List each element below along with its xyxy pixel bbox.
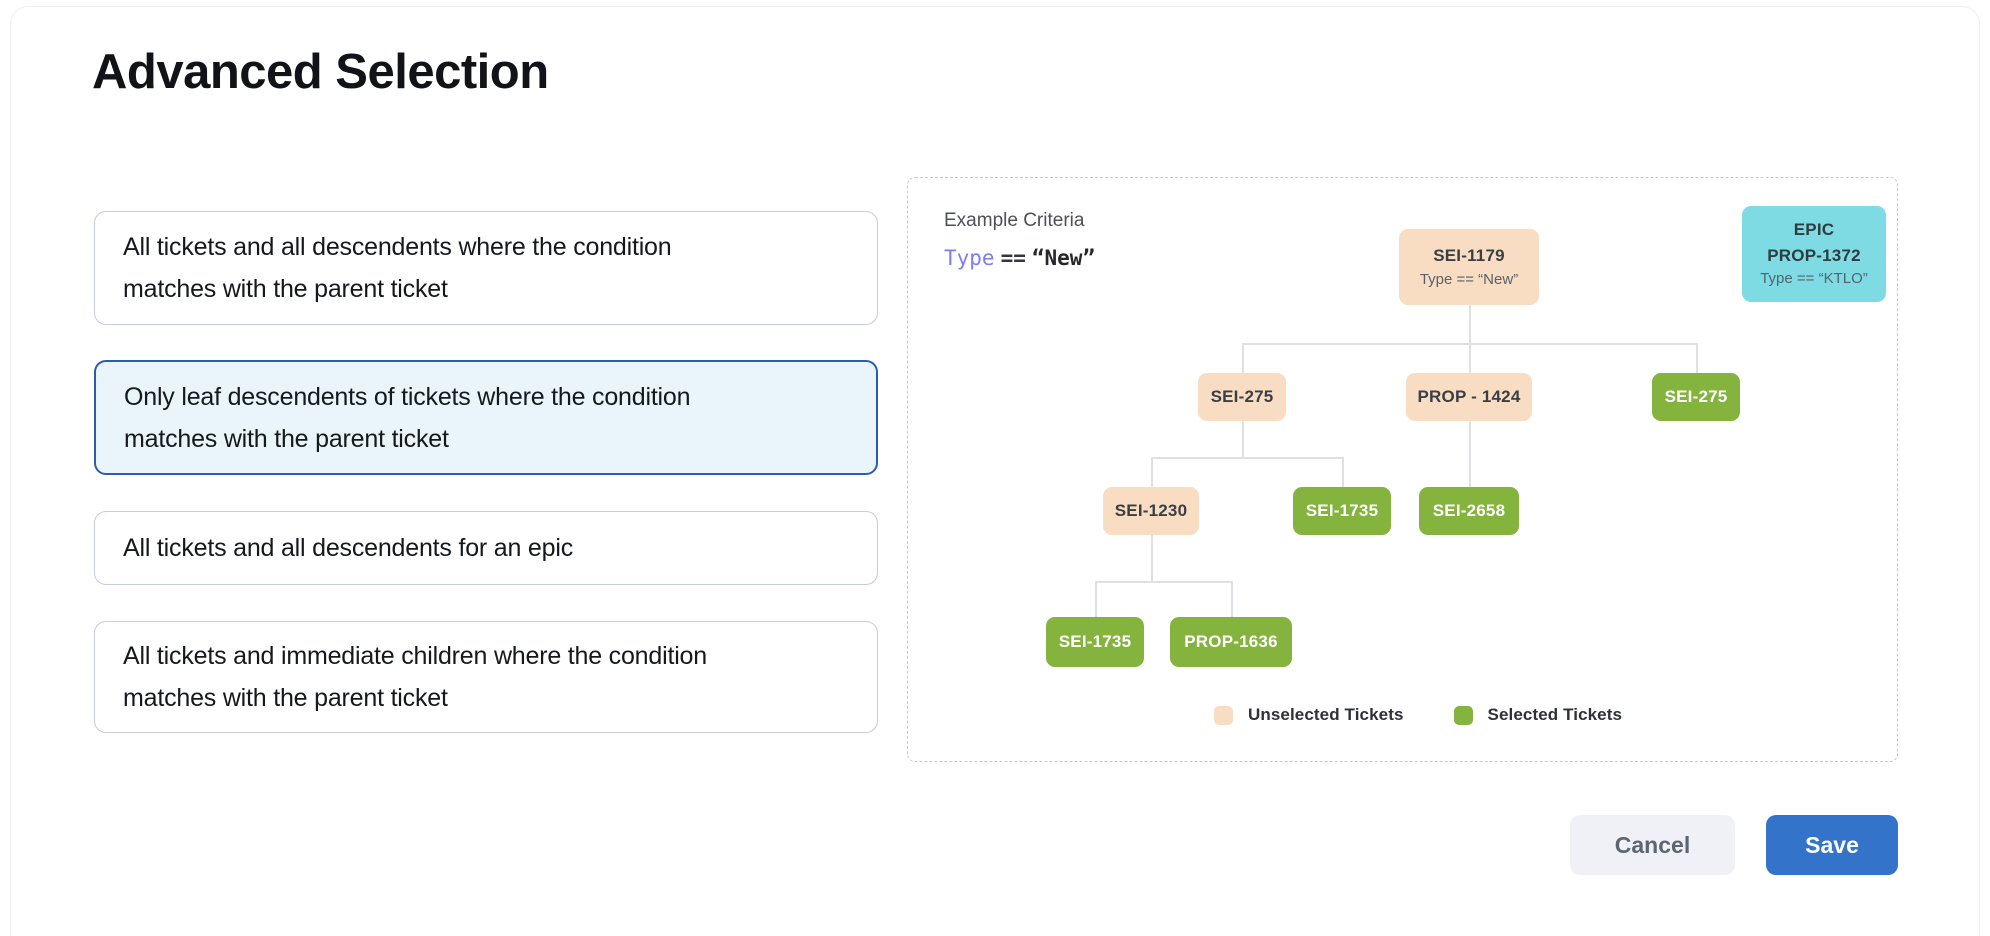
ticket-node-SEI-275: SEI-275	[1198, 373, 1286, 421]
tree-legend: Unselected Tickets Selected Tickets	[1214, 702, 1622, 728]
criteria-field: Type	[944, 246, 995, 270]
ticket-node-SEI-275: SEI-275	[1652, 373, 1740, 421]
ticket-node-line: PROP - 1424	[1417, 387, 1521, 407]
ticket-node-PROP-1636: PROP-1636	[1170, 617, 1292, 667]
ticket-node-line: SEI-1230	[1114, 501, 1188, 521]
ticket-node-line: SEI-1735	[1305, 501, 1379, 521]
ticket-node-PROP-1424: PROP - 1424	[1406, 373, 1532, 421]
ticket-node-line: PROP-1372	[1767, 245, 1861, 265]
connector-line	[1469, 421, 1471, 457]
ticket-node-line: SEI-1735	[1058, 632, 1132, 652]
ticket-node-SEI-1735: SEI-1735	[1293, 487, 1391, 535]
ticket-node-line: Type == “New”	[1419, 270, 1519, 288]
connector-line	[1151, 457, 1153, 487]
ticket-node-SEI-1230: SEI-1230	[1103, 487, 1199, 535]
connector-line	[1469, 343, 1471, 373]
cancel-button[interactable]: Cancel	[1570, 815, 1735, 875]
option-label: All tickets and all descendents for an e…	[123, 534, 573, 562]
legend-label: Unselected Tickets	[1248, 705, 1404, 724]
legend-item-selected: Selected Tickets	[1453, 705, 1623, 725]
option-immediate-children-condition[interactable]: All tickets and immediate children where…	[94, 621, 878, 733]
option-leaf-descendents-condition[interactable]: Only leaf descendents of tickets where t…	[94, 360, 878, 475]
ticket-node-SEI-2658: SEI-2658	[1419, 487, 1519, 535]
connector-line	[1095, 581, 1097, 617]
connector-line	[1469, 305, 1471, 343]
connector-line	[1696, 343, 1698, 373]
ticket-node-line: Type == “KTLO”	[1760, 270, 1868, 288]
connector-line	[1469, 457, 1471, 487]
page-title: Advanced Selection	[92, 45, 549, 99]
selected-swatch-icon	[1453, 705, 1473, 725]
connector-line	[1342, 457, 1344, 487]
option-label: All tickets and immediate children where…	[123, 642, 707, 712]
ticket-node-line: SEI-1179	[1433, 246, 1505, 265]
save-button[interactable]: Save	[1766, 815, 1898, 875]
connector-line	[1151, 457, 1342, 459]
ticket-node-line: SEI-275	[1664, 387, 1728, 407]
legend-item-unselected: Unselected Tickets	[1214, 705, 1404, 725]
connector-line	[1242, 343, 1244, 373]
ticket-node-line: EPIC	[1793, 220, 1835, 240]
connector-line	[1231, 581, 1233, 617]
criteria-value: “New”	[1031, 246, 1096, 270]
legend-label: Selected Tickets	[1487, 705, 1623, 724]
criteria-expression: Type==“New”	[944, 246, 1095, 270]
ticket-node-SEI-1735: SEI-1735	[1046, 617, 1144, 667]
connector-line	[1242, 421, 1244, 457]
option-all-descendents-condition[interactable]: All tickets and all descendents where th…	[94, 211, 878, 325]
connector-line	[1151, 535, 1153, 581]
option-label: Only leaf descendents of tickets where t…	[124, 382, 691, 453]
option-label: All tickets and all descendents where th…	[123, 233, 672, 303]
ticket-node-line: PROP-1636	[1184, 632, 1278, 652]
example-criteria-heading: Example Criteria	[944, 210, 1085, 231]
option-all-descendents-epic[interactable]: All tickets and all descendents for an e…	[94, 511, 878, 585]
ticket-node-line: SEI-2658	[1432, 501, 1506, 521]
criteria-operator: ==	[1000, 246, 1026, 270]
connector-line	[1095, 581, 1231, 583]
ticket-node-line: SEI-275	[1210, 387, 1274, 407]
unselected-swatch-icon	[1214, 705, 1233, 725]
